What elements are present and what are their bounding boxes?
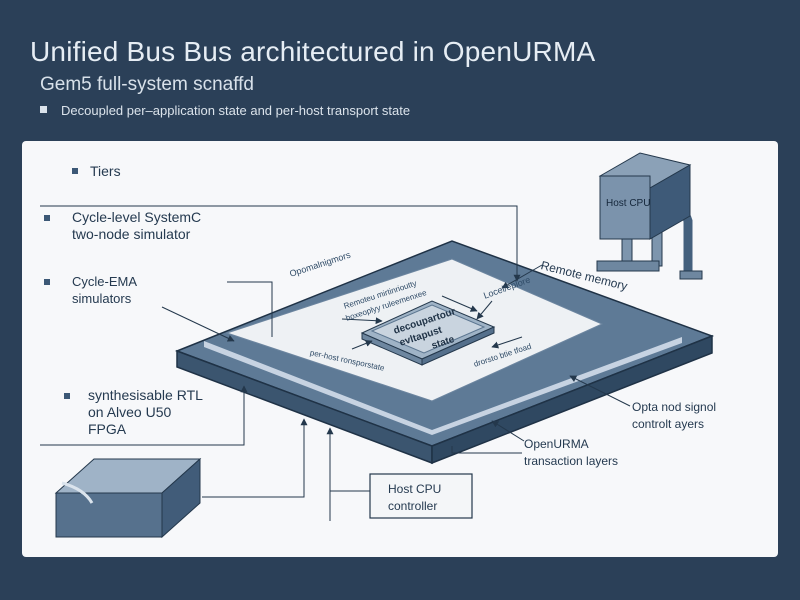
main-slab [174,240,715,465]
architecture-diagram [40,152,715,539]
slide-subtitle: Gem5 full-system scnaffd [40,74,255,95]
right-label-signal-layers: Opta nod signol controlt ayers [632,400,717,431]
left-label-ema: Cycle-EMA simulators [44,273,137,307]
right-label-transaction-layers: OpenURMA transaction layers [524,437,619,468]
diagram-card: Tiers Cycle-level SystemC two-node simul… [22,141,778,557]
header-bullet: Decoupled per–application state and per-… [40,103,410,118]
header-bullet-text: Decoupled per–application state and per-… [61,103,411,118]
bullet-icon [44,215,50,221]
bullet-icon [64,393,70,399]
bullet-icon [40,106,47,113]
left-label-rtl: synthesisable RTL on Alveo U50 FPGA [64,387,203,438]
host-cpu-label: Host CPU [606,198,651,209]
bullet-icon [72,168,78,174]
slide-title: Unified Bus Bus architectured in OpenURM… [30,36,596,67]
controller-label: Host CPU controller [388,482,442,513]
host-box-device [54,457,202,539]
leader-lines-left [40,205,521,521]
leader-lines-right [451,264,631,454]
tiers-heading: Tiers [72,163,121,180]
host-cpu-device [596,152,703,280]
bullet-icon [44,279,50,285]
left-label-systemc: Cycle-level SystemC two-node simulator [44,209,201,243]
controller-box [369,473,473,519]
inner-connectors [341,295,523,350]
